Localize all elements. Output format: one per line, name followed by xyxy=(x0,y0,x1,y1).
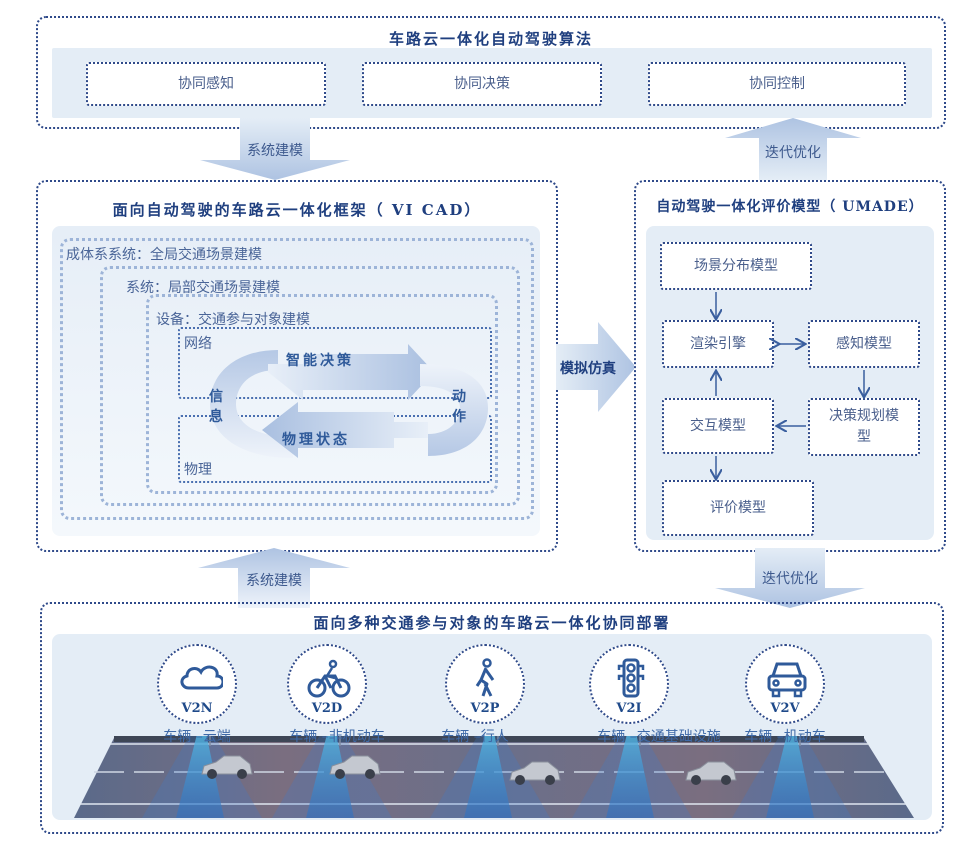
box-interaction-model: 交互模型 xyxy=(662,398,774,454)
car xyxy=(201,755,253,779)
loop-label-intelligent-decision: 智能决策 xyxy=(286,353,354,369)
arrow-simulation: 模拟仿真 xyxy=(556,322,636,412)
box-cooperative-perception: 协同感知 xyxy=(86,62,326,106)
box-cooperative-decision: 协同决策 xyxy=(362,62,602,106)
layer-device xyxy=(146,294,498,494)
network-label: 网络 xyxy=(184,336,212,352)
car-icon xyxy=(767,662,807,698)
loop-top-arrow xyxy=(268,344,434,400)
arrow-system-modeling-down-label: 系统建模 xyxy=(247,143,303,159)
v2x-circle-v2i: V2I xyxy=(589,644,669,724)
arrow-system-modeling-up: 系统建模 xyxy=(198,548,350,608)
v2x-label: 车辆 –非机动车 xyxy=(289,729,385,745)
bicycle-icon xyxy=(307,659,351,698)
pedestrian-icon xyxy=(475,658,495,697)
traffic-light-icon xyxy=(617,658,645,698)
physical-label: 物理 xyxy=(184,462,212,478)
roadside-camera xyxy=(430,736,550,818)
arrow-system-modeling-down: 系统建模 xyxy=(200,118,350,180)
arrow-iterative-optimization-up: 迭代优化 xyxy=(725,118,861,180)
roadside-camera xyxy=(572,736,692,818)
car xyxy=(685,761,737,785)
v2x-code: V2N xyxy=(181,701,213,716)
box-decision-planning-label: 决策规划模型 xyxy=(829,408,899,445)
roadside-camera xyxy=(732,736,852,818)
down-arrow-shape xyxy=(200,118,350,180)
v2x-code: V2I xyxy=(616,701,642,716)
algorithm-panel: 车路云一体化自动驾驶算法 协同感知 协同决策 协同控制 xyxy=(36,16,946,129)
v2x-label: 车辆 –云端 xyxy=(163,729,231,745)
camera-coverage-beam xyxy=(176,736,224,818)
arrow-iterative-optimization-down: 迭代优化 xyxy=(715,548,865,608)
box-render-engine: 渲染引擎 xyxy=(662,320,774,368)
roadside-camera xyxy=(142,736,262,818)
arrow-iterative-optimization-down-label: 迭代优化 xyxy=(762,571,818,587)
v2x-circle-v2v: V2V xyxy=(745,644,825,724)
road-scene xyxy=(74,736,914,818)
camera-coverage-beam xyxy=(606,736,654,818)
box-decision-planning: 决策规划模型 xyxy=(808,398,920,456)
layer-system-of-systems xyxy=(60,238,534,520)
eval-connectors xyxy=(636,292,948,554)
arrow-simulation-label: 模拟仿真 xyxy=(560,361,616,377)
up-arrow-shape xyxy=(198,548,350,608)
arrow-system-modeling-up-label: 系统建模 xyxy=(246,573,302,589)
loop-left-arc xyxy=(210,350,293,458)
arrow-iterative-optimization-up-label: 迭代优化 xyxy=(765,145,821,161)
box-evaluation-model: 评价模型 xyxy=(662,480,814,536)
loop-label-action: 动作 xyxy=(452,389,466,426)
box-perception-model: 感知模型 xyxy=(808,320,920,368)
loop-bottom-arrow xyxy=(262,402,428,458)
right-arrow-shape xyxy=(556,322,636,412)
deployment-panel-title: 面向多种交通参与对象的车路云一体化协同部署 xyxy=(313,614,671,632)
car xyxy=(329,755,381,779)
loop-label-physical-state: 物理状态 xyxy=(282,432,350,448)
layer-device-label: 设备：交通参与对象建模 xyxy=(156,312,310,328)
v2x-circle-v2n: V2N xyxy=(157,644,237,724)
v2x-circle-v2d: V2D xyxy=(287,644,367,724)
v2x-label: 车辆 –机动车 xyxy=(744,729,826,745)
camera-coverage-beam xyxy=(766,736,814,818)
car xyxy=(509,761,561,785)
evaluation-panel: 自动驾驶一体化评价模型（ UMADE） 场景分布模型 渲染引擎 感知模型 交互模… xyxy=(634,180,946,552)
v2x-code: V2D xyxy=(311,701,343,716)
deployment-panel: 面向多种交通参与对象的车路云一体化协同部署 V2N 车辆 –云端 V2D 车辆 –非机… xyxy=(40,602,944,834)
v2x-label: 车辆 –行人 xyxy=(441,729,509,745)
layer-system-label: 系统：局部交通场景建模 xyxy=(126,280,280,296)
layer-system xyxy=(100,266,520,506)
framework-panel: 面向自动驾驶的车路云一体化框架（ VI CAD） 成体系系统：全局交通场景建模 … xyxy=(36,180,558,552)
loop-label-information: 信息 xyxy=(209,389,223,426)
v2x-code: V2P xyxy=(470,701,500,716)
roadside-camera xyxy=(272,736,392,818)
algorithm-panel-title: 车路云一体化自动驾驶算法 xyxy=(388,30,593,48)
v2x-label: 车辆 –交通基础设施 xyxy=(597,729,721,745)
box-scene-distribution: 场景分布模型 xyxy=(660,242,812,290)
box-cooperative-control: 协同控制 xyxy=(648,62,906,106)
cloud-icon xyxy=(180,665,223,690)
camera-coverage-beam xyxy=(306,736,354,818)
down-arrow-shape xyxy=(715,548,865,608)
evaluation-panel-title: 自动驾驶一体化评价模型（ UMADE） xyxy=(656,199,924,215)
v2x-code: V2V xyxy=(770,701,800,716)
info-action-loop xyxy=(210,344,488,458)
v2x-circle-v2p: V2P xyxy=(445,644,525,724)
loop-right-arc xyxy=(420,364,488,456)
framework-panel-title: 面向自动驾驶的车路云一体化框架（ VI CAD） xyxy=(112,201,482,219)
network-layer-box xyxy=(178,327,492,399)
camera-coverage-beam xyxy=(464,736,512,818)
layer-system-of-systems-label: 成体系系统：全局交通场景建模 xyxy=(66,247,262,263)
up-arrow-shape xyxy=(725,118,861,180)
